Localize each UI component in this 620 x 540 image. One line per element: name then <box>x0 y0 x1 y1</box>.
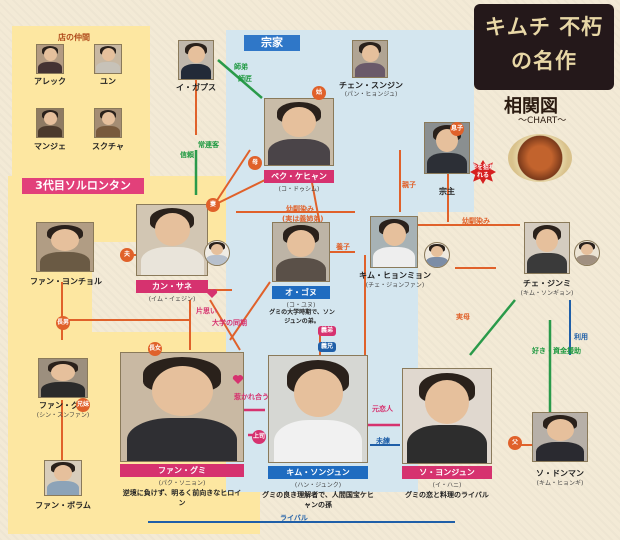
tag-musuko: 息子 <box>450 122 464 136</box>
portrait-kimson[interactable] <box>268 355 368 463</box>
name-baek: ペク・ケヒャン <box>264 170 334 183</box>
actor-oh: (コ・ユヌ) <box>286 302 316 309</box>
portrait-soyon[interactable] <box>402 368 492 464</box>
portrait-soshu[interactable] <box>424 122 470 174</box>
name-igapsu: イ・ガプス <box>176 83 216 92</box>
rel-shitei: 師弟 <box>234 63 248 71</box>
rel-suki: 好き・資金援助 <box>532 347 581 355</box>
rel-riyo: 利用 <box>574 333 588 341</box>
name-soshu: 宗主 <box>439 187 455 196</box>
actor-fangumo: (シン・スンファン) <box>36 412 90 419</box>
desc-soyon: グミの恋と料理のライバル <box>405 491 489 499</box>
actor-sodon: (キム・ヒョンギ) <box>536 480 584 487</box>
name-manje: マンジェ <box>34 142 66 151</box>
name-fanyon: ファン・ヨンチョル <box>30 277 102 286</box>
name-chen: チェン・スンジン <box>339 81 403 90</box>
name-kimson: キム・ソンジュン <box>268 466 368 479</box>
badge-gitei: 義弟 <box>318 326 337 336</box>
actor-soyon: (イ・ハニ) <box>432 482 462 489</box>
tag-joshi: 上司 <box>252 430 266 444</box>
portrait-yun[interactable] <box>94 44 122 74</box>
actor-chen: (パン・ヒョンジュ) <box>344 91 398 98</box>
desc-fangumi: 逆境に負けず、明るく前向きなヒロイン <box>122 489 242 507</box>
rel-miren: 未練 <box>376 437 390 445</box>
portrait-manje[interactable] <box>36 108 64 138</box>
rel-kataomoi: 片思い <box>196 307 217 315</box>
tag-kyodai: 兄妹 <box>76 398 90 412</box>
name-fangumi: ファン・グミ <box>120 464 244 477</box>
group-sorontan-label: 3代目ソルロンタン <box>22 178 144 194</box>
portrait-chen[interactable] <box>352 40 388 78</box>
portrait-fanyon[interactable] <box>36 222 94 272</box>
chart-title: 相関図 <box>504 96 558 117</box>
actor-kan: (イム・イェジン) <box>148 296 196 303</box>
logo-title: キムチ 不朽の名作 <box>484 14 604 73</box>
kimchi-dish-icon <box>508 134 572 182</box>
rel-oyako: 親子 <box>402 181 416 189</box>
portrait-kan[interactable] <box>136 204 208 276</box>
name-yun: ユン <box>100 77 116 86</box>
portrait-kimhyon-young[interactable] <box>424 242 450 268</box>
rel-joren: 常連客 <box>198 141 219 149</box>
rel-shisho: 師匠 <box>238 75 252 83</box>
tag-chojo: 長女 <box>148 342 162 356</box>
name-fanbora: ファン・ボラム <box>35 501 91 510</box>
actor-kimhyon: (チェ・ジョンファン) <box>365 282 425 289</box>
tag-otto: 夫 <box>120 248 134 262</box>
name-kan: カン・サネ <box>136 280 208 293</box>
rel-motokoibito: 元恋人 <box>372 405 393 413</box>
name-chejin: チェ・ジンミ <box>523 279 571 288</box>
name-alec: アレック <box>34 77 66 86</box>
portrait-fanbora[interactable] <box>44 460 82 496</box>
name-fangumo: ファン・グモ <box>39 401 87 410</box>
portrait-fangumo[interactable] <box>38 358 88 398</box>
portrait-oh[interactable] <box>272 222 330 282</box>
name-sodon: ソ・ドンマン <box>536 469 584 478</box>
rel-gishitei: (実は義姉弟) <box>282 215 324 223</box>
rel-shinrai: 信頼 <box>180 151 194 159</box>
portrait-alec[interactable] <box>36 44 64 74</box>
portrait-fangumi[interactable] <box>120 352 244 462</box>
tag-chichi: 父 <box>508 436 522 450</box>
tag-shuto: 姑 <box>312 86 326 100</box>
tag-chonan: 長男 <box>56 316 70 330</box>
portrait-kimhyon[interactable] <box>370 216 418 268</box>
portrait-kan-young[interactable] <box>204 240 230 266</box>
rel-hikare: 惹かれ合う <box>234 393 269 401</box>
show-logo: キムチ 不朽の名作 <box>474 4 614 90</box>
rel-yoshi: 養子 <box>336 243 350 251</box>
name-oh: オ・ゴヌ <box>272 286 330 299</box>
tag-tsuma: 妻 <box>206 198 220 212</box>
actor-fangumi: (パク・ソニョン) <box>158 480 206 487</box>
portrait-igapsu[interactable] <box>178 40 214 80</box>
rel-rival: ライバル <box>280 514 308 522</box>
portrait-sodon[interactable] <box>532 412 588 462</box>
tag-haha: 母 <box>248 156 262 170</box>
portrait-chejin[interactable] <box>524 222 570 274</box>
portrait-sukucha[interactable] <box>94 108 122 138</box>
desc-kimson: グミの良き理解者で、人間国宝ケヒャンの孫 <box>262 491 374 509</box>
name-kimhyon: キム・ヒョンミョン <box>359 271 431 280</box>
threat-burst: 命を狙われる <box>470 160 496 184</box>
actor-baek: (コ・ドゥシム) <box>278 186 320 193</box>
shop-zone <box>12 26 150 176</box>
actor-chejin: (キム・ソンギョン) <box>520 290 574 297</box>
badge-gikei: 義兄 <box>318 342 337 352</box>
heart-icon <box>206 289 218 298</box>
desc-oh: グミの大学時期で、ソンジュンの弟。 <box>269 309 335 325</box>
rel-osananajimi-2: 幼馴染み <box>462 217 490 225</box>
rel-osananajimi: 幼馴染み <box>286 205 314 213</box>
group-soke-label: 宗家 <box>244 35 300 51</box>
group-shop-label: 店の仲間 <box>58 33 90 42</box>
heart-icon <box>232 375 244 384</box>
actor-kimson: (ハン・ジュンク) <box>294 482 342 489</box>
portrait-chejin-young[interactable] <box>574 240 600 266</box>
name-sukucha: スクチャ <box>92 142 124 151</box>
rel-daigaku: 大学の同期 <box>212 319 247 327</box>
chart-subtitle: 〜CHART〜 <box>518 116 567 126</box>
portrait-baek[interactable] <box>264 98 334 166</box>
rel-jitsubo: 実母 <box>456 313 470 321</box>
name-soyon: ソ・ヨンジュン <box>402 466 492 479</box>
